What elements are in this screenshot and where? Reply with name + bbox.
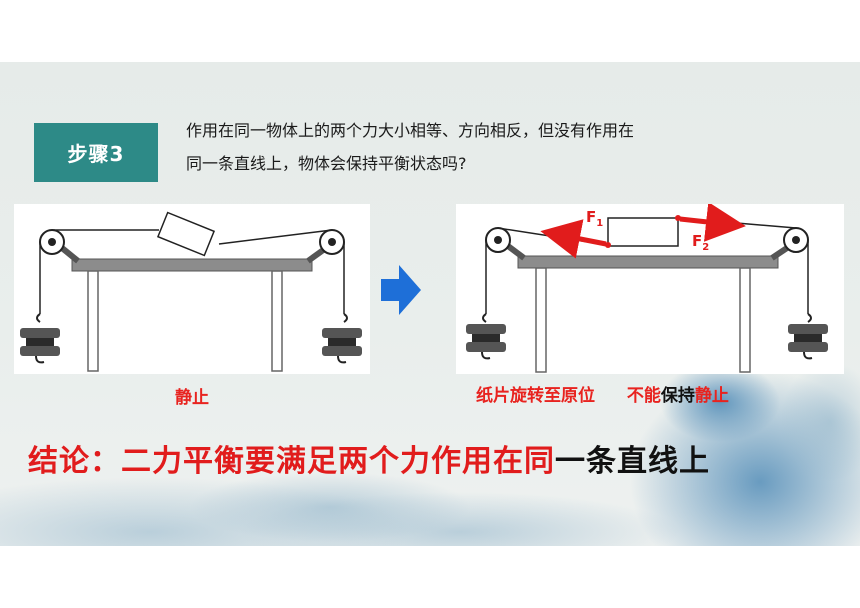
conclusion-black: 一条直线上 <box>555 444 710 479</box>
apparatus-left-drawing <box>20 211 362 372</box>
right-arrow-icon <box>381 265 421 315</box>
question-line-1: 作用在同一物体上的两个力大小相等、方向相反，但没有作用在 <box>186 121 635 140</box>
force-f2-subscript: 2 <box>702 242 709 253</box>
apparatus-right-drawing: F1 F2 <box>466 204 828 373</box>
force-f2-label: F <box>692 232 702 250</box>
force-f1-subscript: 1 <box>596 218 603 229</box>
caption-right-cannot: 不能 <box>626 386 661 406</box>
question-text: 作用在同一物体上的两个力大小相等、方向相反，但没有作用在 同一条直线上，物体会保… <box>186 114 806 180</box>
conclusion-red: 结论：二力平衡要满足两个力作用在同 <box>28 444 555 479</box>
svg-text:F2: F2 <box>692 232 709 253</box>
caption-left: 静止 <box>175 388 209 408</box>
caption-right: 纸片旋转至原位 不能保持静止 <box>476 381 729 406</box>
force-f1-label: F <box>586 208 596 226</box>
ink-wash-background <box>0 362 860 546</box>
svg-text:F1: F1 <box>586 208 603 229</box>
slide: 步骤3 作用在同一物体上的两个力大小相等、方向相反，但没有作用在 同一条直线上，… <box>0 62 860 546</box>
step-badge: 步骤3 <box>34 123 158 182</box>
caption-right-rotate: 纸片旋转至原位 <box>476 386 595 406</box>
apparatus-left-panel <box>14 204 370 374</box>
question-line-2: 同一条直线上，物体会保持平衡状态吗? <box>186 154 467 173</box>
caption-right-still: 静止 <box>694 386 729 406</box>
conclusion: 结论：二力平衡要满足两个力作用在同一条直线上 <box>28 436 710 480</box>
caption-right-keep: 保持 <box>660 386 695 406</box>
apparatus-right-panel: F1 F2 <box>456 204 844 374</box>
